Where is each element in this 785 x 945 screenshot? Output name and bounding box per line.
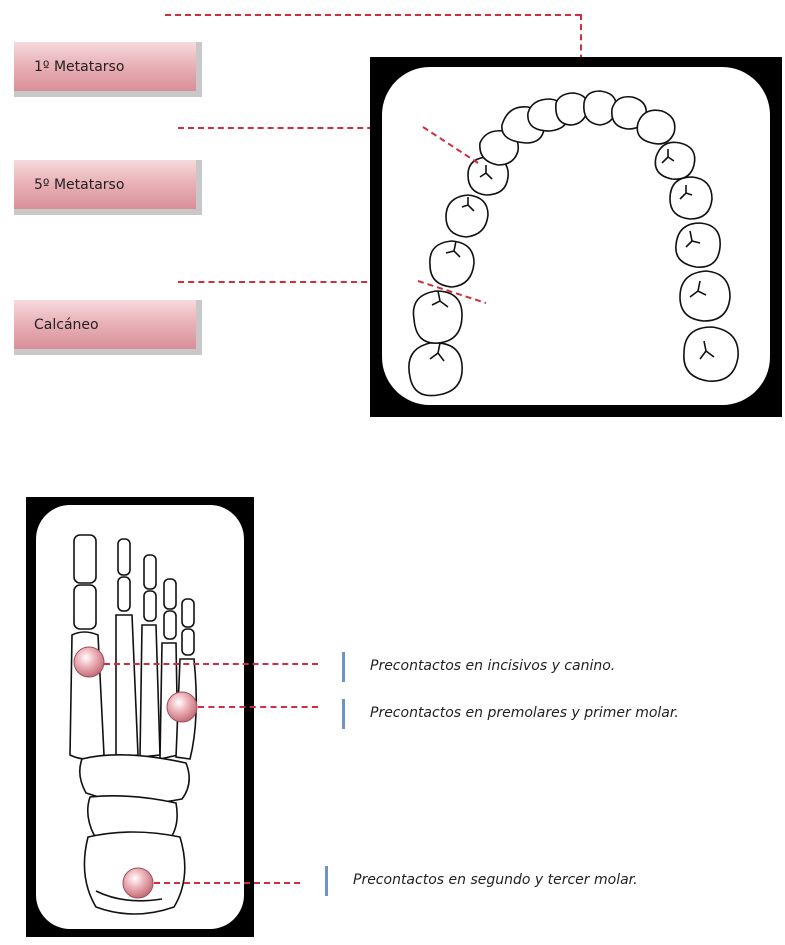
foot-leader-line-3 bbox=[154, 882, 300, 884]
legend-text-incisivos: Precontactos en incisivos y canino. bbox=[370, 658, 615, 674]
dental-arch-panel bbox=[370, 57, 782, 417]
label-box-calcaneo: Calcáneo bbox=[14, 300, 202, 355]
leader-line-top bbox=[165, 14, 581, 16]
label-box-5-metatarso: 5º Metatarso bbox=[14, 160, 202, 215]
label-box-1-metatarso: 1º Metatarso bbox=[14, 42, 202, 97]
contact-marker-1-metatarso bbox=[74, 647, 104, 677]
legend-bar bbox=[342, 699, 345, 729]
contact-marker-calcaneo bbox=[123, 868, 153, 898]
contact-marker-5-metatarso bbox=[167, 692, 197, 722]
label-calcaneo: Calcáneo bbox=[34, 317, 99, 333]
foot-leader-line-1 bbox=[104, 663, 318, 665]
legend-text-premolares: Precontactos en premolares y primer mola… bbox=[370, 705, 679, 721]
legend-bar bbox=[325, 866, 328, 896]
foot-panel bbox=[26, 497, 254, 937]
legend-bar bbox=[342, 652, 345, 682]
label-5-metatarso: 5º Metatarso bbox=[34, 177, 124, 193]
legend-text-molares: Precontactos en segundo y tercer molar. bbox=[353, 872, 638, 888]
foot-leader-line-2 bbox=[198, 706, 318, 708]
label-1-metatarso: 1º Metatarso bbox=[34, 59, 124, 75]
